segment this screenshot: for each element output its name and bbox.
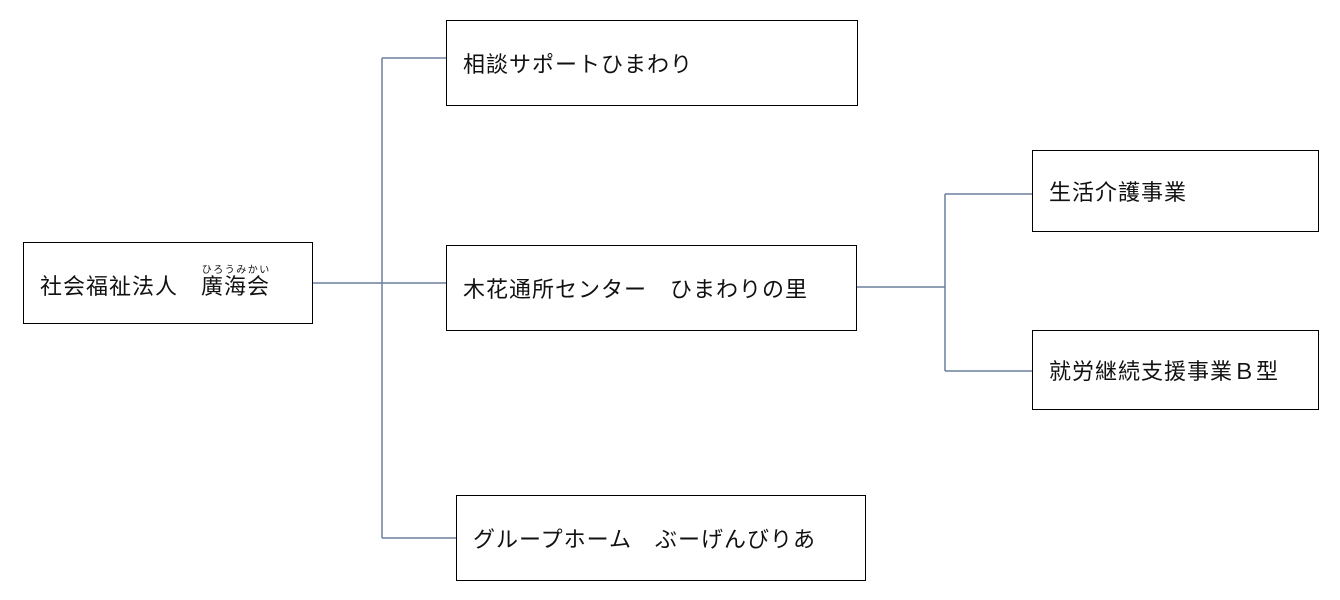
shuro-keizoku-node: 就労継続支援事業Ｂ型 xyxy=(1032,330,1319,410)
seikatsu-kaigo-label: 生活介護事業 xyxy=(1049,181,1188,206)
kibana-center-label: 木花通所センター ひまわりの里 xyxy=(463,278,809,303)
shuro-keizoku-label: 就労継続支援事業Ｂ型 xyxy=(1049,360,1280,385)
root-org-node: 社会福祉法人 廣海会ひろうみかい xyxy=(23,242,313,324)
seikatsu-kaigo-node: 生活介護事業 xyxy=(1032,150,1319,232)
root-org-label: 社会福祉法人 廣海会ひろうみかい xyxy=(40,265,270,301)
root-org-name-base: 廣海会 xyxy=(201,275,271,300)
kibana-center-node: 木花通所センター ひまわりの里 xyxy=(446,245,857,331)
root-org-name: 廣海会ひろうみかい xyxy=(201,265,271,300)
root-org-type: 社会福祉法人 xyxy=(40,275,202,300)
group-home-node: グループホーム ぶーげんびりあ xyxy=(456,495,866,581)
soudan-support-node: 相談サポートひまわり xyxy=(446,20,858,106)
group-home-label: グループホーム ぶーげんびりあ xyxy=(473,528,817,553)
root-org-name-ruby: ひろうみかい xyxy=(201,265,271,276)
soudan-support-label: 相談サポートひまわり xyxy=(463,53,694,78)
